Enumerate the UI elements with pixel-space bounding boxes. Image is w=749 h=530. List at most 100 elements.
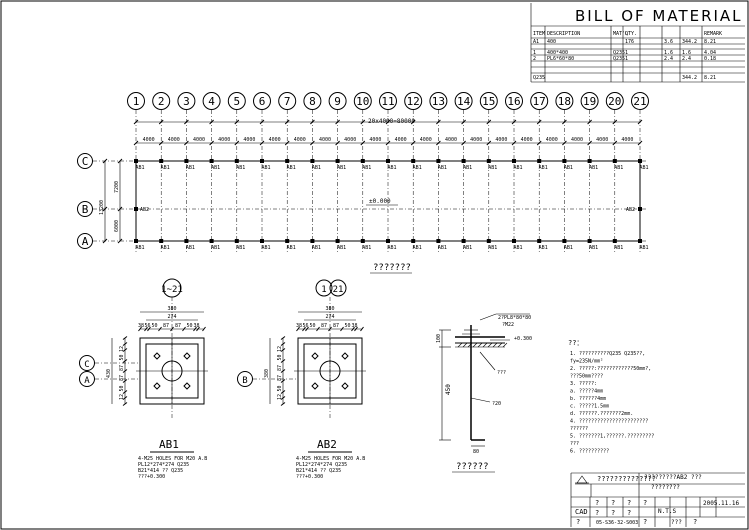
- bolt-hole-icon: [183, 382, 191, 390]
- detail-note: B21*414 ?? Q235: [138, 468, 183, 474]
- note-line: ???50mm????: [570, 374, 603, 380]
- detail-dim-small-label: 50: [151, 323, 157, 329]
- bom-cell: A1: [533, 39, 539, 45]
- bom-cell: 1: [625, 56, 628, 62]
- detail-side-total: 380: [264, 369, 270, 378]
- anchor-label: AB1: [438, 165, 447, 171]
- note-line: 4. ???????????????????????: [570, 419, 648, 425]
- column-label-2: 2: [158, 95, 165, 108]
- column-bubble-7: [278, 92, 297, 110]
- bom-cell: 4.04: [704, 50, 716, 56]
- anchor-mark: [436, 159, 441, 163]
- anchor-label: AB1: [614, 245, 623, 251]
- column-label-12: 12: [407, 95, 420, 108]
- dim-tick: [280, 390, 286, 394]
- span-dim-label: 4000: [168, 137, 180, 143]
- dim-tick: [102, 158, 108, 164]
- span-dim-label: 4000: [495, 137, 507, 143]
- anchor-mark: [184, 239, 189, 243]
- dim-tick: [117, 206, 123, 212]
- note-line: 1. ??????????Q235 Q235??,: [570, 351, 645, 357]
- bom-cell: 2: [533, 56, 536, 62]
- hatch-line: [502, 342, 508, 348]
- detail-dim-small-label: 56: [144, 323, 150, 329]
- anchor-mark: [638, 159, 642, 163]
- dim-tick: [122, 402, 128, 406]
- detail-note: ???+0.300: [296, 474, 323, 480]
- row-label-A: A: [82, 235, 89, 248]
- rod-dim-top: 100: [436, 334, 442, 343]
- column-bubble-21: [631, 92, 649, 110]
- detail-axis-bubble-2: [329, 279, 347, 297]
- detail-axis-label-2: 21: [333, 285, 344, 295]
- detail-dim-small-label: 87: [175, 323, 181, 329]
- bom-cell: Q235: [613, 56, 625, 62]
- column-bubble-18: [555, 92, 574, 110]
- column-label-9: 9: [334, 95, 341, 108]
- anchor-label: AB1: [211, 165, 220, 171]
- detail-dim-small-label: 38: [138, 323, 144, 329]
- dim-tick: [296, 326, 300, 332]
- column-bubble-17: [530, 92, 549, 110]
- anchor-mark: [134, 239, 138, 243]
- hatch-line: [472, 342, 478, 348]
- column-bubble-8: [303, 92, 322, 110]
- detail-side-label: 50: [277, 385, 283, 391]
- anchor-mark: [562, 159, 567, 163]
- dim-tick: [158, 326, 162, 332]
- logo-icon: [575, 475, 589, 484]
- detail-dim-small-label: 38: [351, 323, 357, 329]
- bom-header-7: REMARK: [704, 31, 722, 37]
- rod-label-grout: ???: [497, 370, 506, 376]
- anchor-mark: [461, 239, 466, 243]
- dim-tick: [122, 396, 128, 400]
- detail-row-label: C: [84, 360, 89, 370]
- span-dim-label: 4000: [143, 137, 155, 143]
- bom-header-2: MAT'L: [613, 31, 628, 37]
- column-bubble-16: [505, 92, 523, 110]
- title-block: ?????????????? ?????????AB2 ??? ????????…: [570, 472, 745, 527]
- dim-tick: [182, 326, 186, 332]
- anchor-label: AB1: [312, 165, 321, 171]
- anchor-label: AB1: [135, 245, 144, 251]
- dim-tick: [328, 326, 332, 332]
- hatch-line: [462, 342, 468, 348]
- span-dim-label: 4000: [546, 137, 558, 143]
- bay-dim-1: 7200: [114, 181, 120, 193]
- anchor-mark: [512, 159, 516, 163]
- bolt-hole-icon: [341, 352, 349, 360]
- rod-callout-plate: 2?PL8*80*80: [498, 315, 531, 321]
- anchor-mark: [638, 239, 642, 243]
- tb-scale: N.T.S: [658, 508, 676, 515]
- span-dim-label: 4000: [596, 137, 608, 143]
- anchor-mark: [159, 159, 164, 163]
- detail-dim-small-label: 87: [163, 323, 169, 329]
- anchor-label-b: AB2: [140, 207, 149, 213]
- detail-side-label: 87: [119, 375, 125, 381]
- dim-tick: [302, 326, 306, 332]
- hatch-line: [487, 342, 493, 348]
- tb-drawing: ?????????AB2 ???: [644, 474, 702, 481]
- rod-detail-title: ??????: [456, 462, 489, 472]
- dim-tick: [170, 326, 174, 332]
- column-label-17: 17: [533, 95, 546, 108]
- tb-rev: ?: [576, 518, 580, 526]
- detail-dim-top-label: 380: [325, 306, 334, 312]
- bom-cell: 400: [547, 39, 556, 45]
- column-label-1: 1: [133, 95, 140, 108]
- bolt-hole-icon: [341, 382, 349, 390]
- dim-tick: [280, 379, 286, 383]
- tb-mark-7: ?: [627, 509, 631, 517]
- note-line: d. ??????.???????2mm.: [570, 411, 633, 417]
- dim-tick: [117, 238, 123, 244]
- rod-elev: +0.300: [514, 336, 532, 342]
- detail-side-label: 12: [119, 394, 125, 400]
- anchor-mark: [537, 239, 542, 243]
- tb-drawing-2: ????????: [651, 484, 680, 491]
- span-dim-label: 4000: [571, 137, 583, 143]
- dim-tick: [122, 369, 128, 373]
- span-dim-label: 4000: [193, 137, 205, 143]
- anchor-label: AB1: [161, 165, 170, 171]
